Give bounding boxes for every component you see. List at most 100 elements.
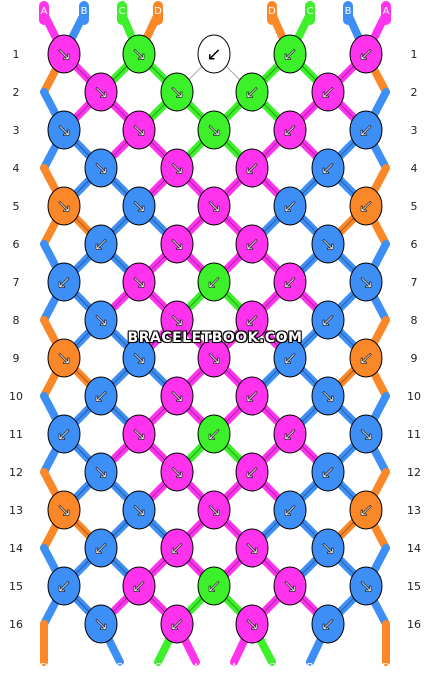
knot-arrow-icon: ↘ — [169, 462, 184, 483]
knot-body — [349, 338, 383, 378]
knot: ↙ — [273, 338, 307, 378]
bottom-strand-label: D — [40, 662, 48, 673]
knot-arrow-icon: ↙ — [244, 82, 259, 103]
row-number-right: 16 — [407, 618, 421, 631]
top-strand-label: A — [41, 6, 48, 17]
knot-body — [197, 186, 231, 226]
row-number-right: 15 — [407, 580, 421, 593]
knot-arrow-icon: ↙ — [358, 348, 373, 369]
row-number-left: 3 — [13, 124, 20, 137]
row-number-left: 15 — [9, 580, 23, 593]
top-strand-label: A — [383, 6, 390, 17]
knot: ↘ — [84, 300, 118, 340]
row-number-left: 16 — [9, 618, 23, 631]
knot-body — [122, 414, 156, 454]
knot-arrow-icon: ↙ — [93, 234, 108, 255]
bottom-strand-label: E — [345, 662, 351, 673]
knot-arrow-icon: ↙ — [282, 348, 297, 369]
knot-arrow-icon: ↙ — [320, 310, 335, 331]
knot-arrow-icon: ↘ — [320, 538, 335, 559]
knot: ↙ — [273, 414, 307, 454]
knot: ↙ — [84, 224, 118, 264]
knot: ↙ — [273, 490, 307, 530]
knot-body — [84, 148, 118, 188]
knot-body — [235, 148, 269, 188]
knot-arrow-icon: ↙ — [320, 614, 335, 635]
knot: ↙ — [84, 528, 118, 568]
knot: ↘ — [84, 604, 118, 644]
row-number-left: 7 — [13, 276, 20, 289]
knot-arrow-icon: ↙ — [206, 424, 221, 445]
knot-body — [84, 300, 118, 340]
knot: ↘ — [235, 528, 269, 568]
knot-body — [197, 338, 231, 378]
knot: ↙ — [349, 110, 383, 150]
row-number-right: 5 — [411, 200, 418, 213]
row-number-left: 9 — [13, 352, 20, 365]
knot-arrow-icon: ↘ — [358, 424, 373, 445]
knot-arrow-icon: ↘ — [320, 386, 335, 407]
knot-body — [160, 604, 194, 644]
knot-body — [197, 262, 231, 302]
knot: ↘ — [84, 148, 118, 188]
row-number-right: 14 — [407, 542, 421, 555]
row-number-left: 2 — [13, 86, 20, 99]
knot-arrow-icon: ↘ — [244, 538, 259, 559]
knot-arrow-icon: ↘ — [358, 272, 373, 293]
top-strand-label: C — [307, 6, 314, 17]
knot-arrow-icon: ↙ — [93, 386, 108, 407]
knot: ↘ — [235, 604, 269, 644]
row-number-left: 8 — [13, 314, 20, 327]
row-number-left: 4 — [13, 162, 20, 175]
knot: ↙ — [311, 300, 345, 340]
knot-arrow-icon: ↙ — [244, 462, 259, 483]
knot-body — [47, 566, 81, 606]
knot-arrow-icon: ↘ — [206, 120, 221, 141]
knot-arrow-icon: ↙ — [206, 272, 221, 293]
knot-arrow-icon: ↙ — [282, 196, 297, 217]
knot-arrow-icon: ↙ — [169, 538, 184, 559]
knot-arrow-icon: ↘ — [131, 424, 146, 445]
knot-arrow-icon: ↘ — [169, 234, 184, 255]
knot-arrow-icon: ↙ — [244, 310, 259, 331]
knot: ↘ — [197, 338, 231, 378]
knot-arrow-icon: ↙ — [282, 120, 297, 141]
row-number-left: 5 — [13, 200, 20, 213]
knot-body — [235, 528, 269, 568]
top-strand-label: E — [194, 6, 200, 17]
knot-arrow-icon: ↘ — [131, 272, 146, 293]
knot-body — [235, 604, 269, 644]
knot-body — [273, 34, 307, 74]
knot-body — [160, 528, 194, 568]
knot-body — [311, 300, 345, 340]
knot-body — [197, 414, 231, 454]
knot: ↘ — [160, 72, 194, 112]
knot-arrow-icon: ↘ — [169, 310, 184, 331]
knot-arrow-icon: ↙ — [358, 500, 373, 521]
knot-body — [160, 224, 194, 264]
row-number-left: 1 — [13, 48, 20, 61]
knot-arrow-icon: ↘ — [169, 82, 184, 103]
row-number-left: 14 — [9, 542, 23, 555]
knot-arrow-icon: ↙ — [282, 500, 297, 521]
knot-arrow-icon: ↙ — [56, 424, 71, 445]
knot-arrow-icon: ↙ — [169, 614, 184, 635]
bottom-strand-label: B — [307, 662, 314, 673]
knot: ↙ — [197, 566, 231, 606]
knot-arrow-icon: ↙ — [358, 44, 373, 65]
knot: ↙ — [197, 34, 231, 74]
knot: ↙ — [273, 34, 307, 74]
knot-body — [311, 604, 345, 644]
knot: ↘ — [311, 224, 345, 264]
knot: ↘ — [160, 452, 194, 492]
row-number-left: 11 — [9, 428, 23, 441]
knot-body — [47, 338, 81, 378]
knot: ↘ — [160, 300, 194, 340]
knot-arrow-icon: ↘ — [206, 500, 221, 521]
knot: ↘ — [122, 490, 156, 530]
knot: ↙ — [235, 452, 269, 492]
knot: ↙ — [235, 300, 269, 340]
knot-body — [235, 72, 269, 112]
knot-body — [122, 262, 156, 302]
